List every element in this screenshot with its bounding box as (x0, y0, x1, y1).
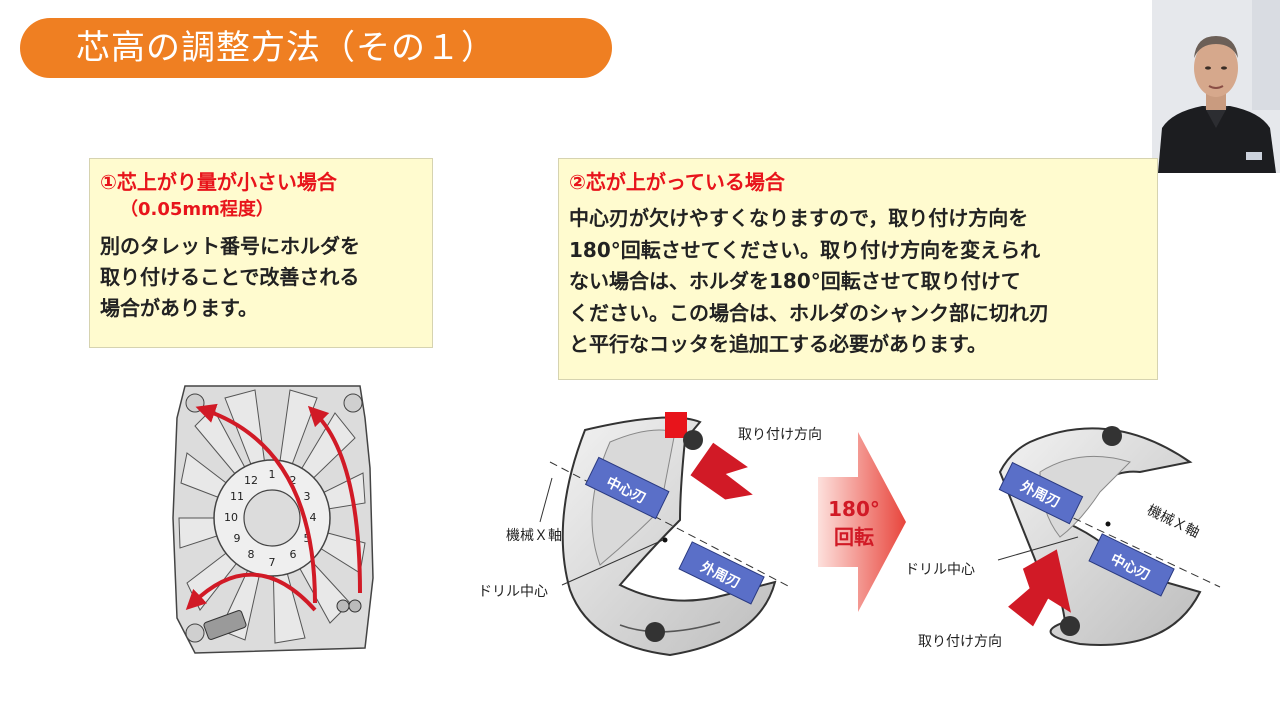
tool-holder (203, 610, 247, 640)
case1-subheading: （0.05mm程度） (120, 199, 274, 220)
rotate-180-arrow: 180° 回転 (818, 432, 906, 612)
case1-line: 取り付けることで改善される (100, 265, 360, 289)
page-title: 芯高の調整方法（その１） (20, 18, 612, 78)
turret-number: 11 (230, 490, 244, 503)
mount-direction-label: 取り付け方向 (738, 427, 822, 443)
case2-line: 180°回転させてください。取り付け方向を変えられ (569, 237, 1041, 262)
turret-number: 8 (248, 548, 255, 561)
case2-line: と平行なコッタを追加工する必要があります。 (569, 332, 987, 356)
machine-x-axis-label: 機械Ｘ軸 (506, 528, 562, 544)
turret-number: 5 (304, 532, 311, 545)
center-edge-insert (1088, 533, 1175, 597)
turret-diagram: 1 2 3 4 5 6 7 8 9 10 11 12 (172, 385, 374, 654)
case1-line: 場合があります。 (100, 296, 258, 320)
drill-center-point (662, 537, 668, 543)
turret-number: 9 (234, 532, 241, 545)
case1-box: ①芯上がり量が小さい場合 （0.05mm程度） 別のタレット番号にホルダを 取り… (89, 158, 433, 348)
turret-number: 3 (304, 490, 311, 503)
center-edge-insert (584, 456, 670, 520)
machine-x-axis-line (1049, 506, 1221, 588)
drill-after-diagram: 外周刃 中心刃 ドリル中心 取り付け方向 機械Ｘ軸 (905, 426, 1221, 650)
turret-number: 10 (224, 511, 238, 524)
turret-number: 6 (290, 548, 297, 561)
presenter-image (1152, 0, 1280, 173)
case2-line: ください。この場合は、ホルダのシャンク部に切れ刃 (569, 300, 1049, 325)
machine-x-axis-label: 機械Ｘ軸 (1144, 502, 1201, 541)
drill-center-point (1105, 521, 1111, 527)
case2-line: 中心刃が欠けやすくなりますので，取り付け方向を (569, 206, 1029, 230)
case2-heading: ②芯が上がっている場合 (569, 170, 785, 194)
case1-body: 別のタレット番号にホルダを 取り付けることで改善される 場合があります。 (100, 231, 422, 324)
case2-box: ②芯が上がっている場合 中心刃が欠けやすくなりますので，取り付け方向を 180°… (558, 158, 1158, 380)
webcam-presenter (1152, 0, 1280, 173)
mount-direction-label: 取り付け方向 (918, 634, 1002, 650)
turret-number: 4 (310, 511, 317, 524)
outer-edge-insert (678, 541, 765, 605)
drill-before-diagram: 中心刃 外周刃 取り付け方向 機械Ｘ軸 ドリル中心 (478, 412, 822, 657)
turret-numbers: 1 2 3 4 5 6 7 8 9 10 11 12 (224, 468, 317, 569)
position-marker (665, 412, 687, 438)
rotation-arrows (185, 403, 362, 612)
drill-center-label: ドリル中心 (905, 562, 975, 578)
drill-center-label: ドリル中心 (478, 584, 548, 600)
turret-number: 12 (244, 474, 258, 487)
rotation-word: 回転 (834, 525, 874, 549)
turret-number: 2 (290, 474, 297, 487)
case2-body: 中心刃が欠けやすくなりますので，取り付け方向を 180°回転させてください。取り… (569, 203, 1147, 361)
outer-edge-insert (998, 461, 1084, 525)
case1-heading: ①芯上がり量が小さい場合 (100, 170, 337, 194)
arrow-shape (818, 432, 906, 612)
turret-number: 7 (269, 556, 276, 569)
mount-direction-arrow (690, 442, 753, 500)
case1-line: 別のタレット番号にホルダを (100, 234, 360, 258)
turret-number: 1 (269, 468, 276, 481)
mount-direction-arrow (1008, 549, 1071, 627)
rotation-angle: 180° (828, 497, 880, 521)
case2-line: ない場合は、ホルダを180°回転させて取り付けて (569, 269, 1021, 293)
turret-hub (243, 489, 301, 547)
